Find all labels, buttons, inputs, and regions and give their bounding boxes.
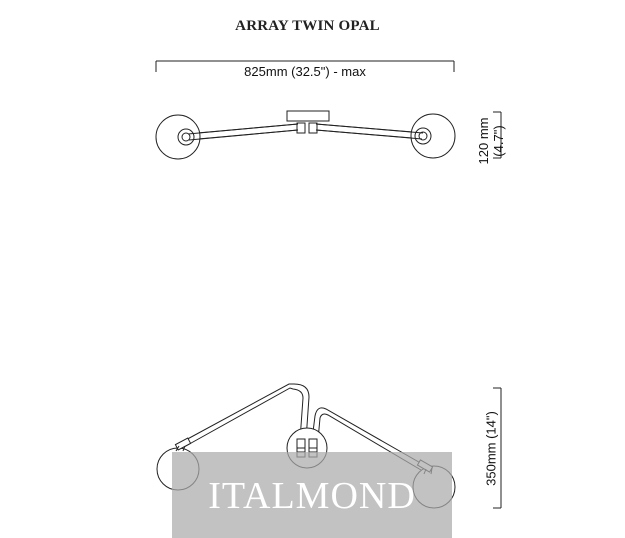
top-joint-left [296, 122, 306, 134]
bottom-height-dimension-line [493, 387, 502, 509]
bottom-height-dimension-label: 350mm (14") [483, 411, 499, 486]
top-view [155, 110, 456, 160]
watermark-overlay: ITALMOND [172, 452, 452, 538]
top-canopy [286, 110, 330, 122]
drawing-title: ARRAY TWIN OPAL [235, 18, 380, 34]
width-dimension-line [155, 60, 455, 72]
top-height-dimension-label: 120 mm (4.7") [476, 106, 506, 176]
width-dimension-label: 825mm (32.5") - max [244, 64, 366, 79]
top-globe-right [410, 113, 456, 159]
watermark-text: ITALMOND [208, 475, 416, 517]
top-height-in: (4.7") [491, 125, 506, 157]
top-height-mm: 120 mm [476, 117, 491, 165]
top-joint-right [308, 122, 318, 134]
top-height-dimension-line [493, 111, 502, 159]
